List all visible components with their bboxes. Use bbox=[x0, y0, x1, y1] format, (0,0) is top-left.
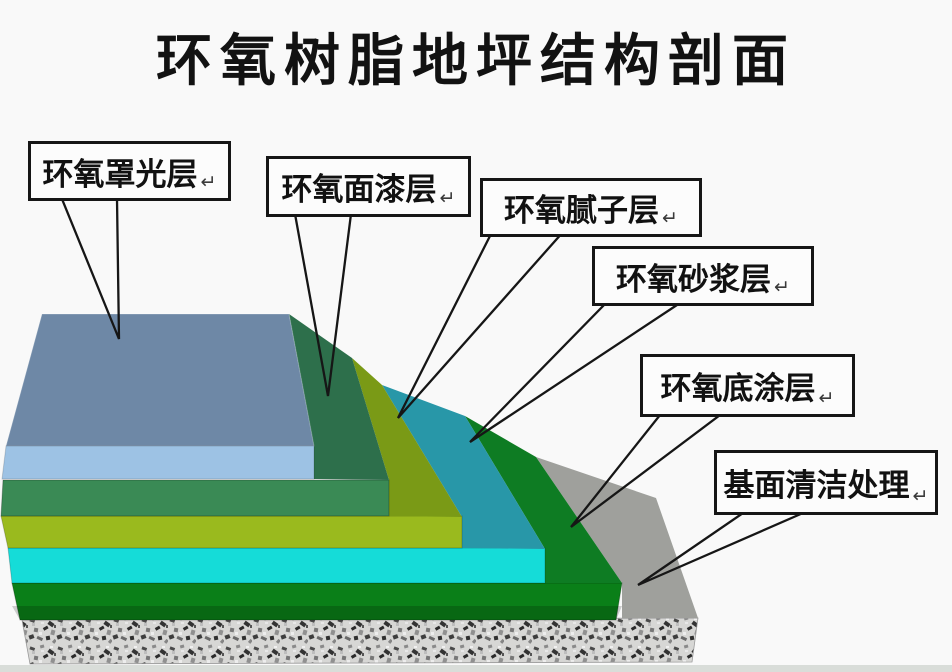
callout-box-mortar: 环氧砂浆层↵ bbox=[592, 246, 814, 306]
putty-front-face bbox=[0, 515, 463, 549]
callout-box-putty: 环氧腻子层↵ bbox=[480, 178, 702, 237]
callout-label-mortar: 环氧砂浆层 bbox=[616, 261, 772, 297]
callout-label-putty: 环氧腻子层 bbox=[504, 193, 660, 228]
primer-step-face bbox=[465, 416, 622, 583]
base-granite-front-face bbox=[21, 617, 699, 665]
callout-label-base: 基面清洁处理 bbox=[723, 468, 910, 503]
callout-box-primer: 环氧底涂层↵ bbox=[640, 354, 855, 417]
putty-step-face bbox=[352, 358, 462, 517]
return-mark-icon: ↵ bbox=[912, 485, 929, 507]
topcoat-step-face bbox=[289, 314, 389, 480]
return-mark-icon: ↵ bbox=[200, 171, 217, 193]
topcoat-front-face bbox=[0, 479, 390, 517]
callout-box-glaze: 环氧罩光层↵ bbox=[28, 141, 231, 201]
glaze-front-face bbox=[1, 445, 315, 480]
mortar-front-face bbox=[7, 547, 546, 584]
page-title: 环氧树脂地坪结构剖面 bbox=[156, 29, 796, 92]
return-mark-icon: ↵ bbox=[818, 387, 835, 409]
glaze-top-face bbox=[5, 313, 315, 447]
primer-front-shadow bbox=[12, 606, 622, 620]
callout-box-topcoat: 环氧面漆层↵ bbox=[266, 156, 471, 217]
callout-label-glaze: 环氧罩光层 bbox=[42, 156, 198, 192]
callout-label-primer: 环氧底涂层 bbox=[660, 371, 816, 406]
mortar-step-face bbox=[382, 385, 545, 549]
callout-label-topcoat: 环氧面漆层 bbox=[281, 172, 437, 207]
bottom-edge-strip bbox=[0, 665, 952, 672]
callout-box-base: 基面清洁处理↵ bbox=[714, 450, 938, 515]
base-top-face bbox=[536, 457, 698, 618]
return-mark-icon: ↵ bbox=[774, 276, 790, 298]
return-mark-icon: ↵ bbox=[439, 187, 456, 209]
return-mark-icon: ↵ bbox=[662, 207, 678, 229]
